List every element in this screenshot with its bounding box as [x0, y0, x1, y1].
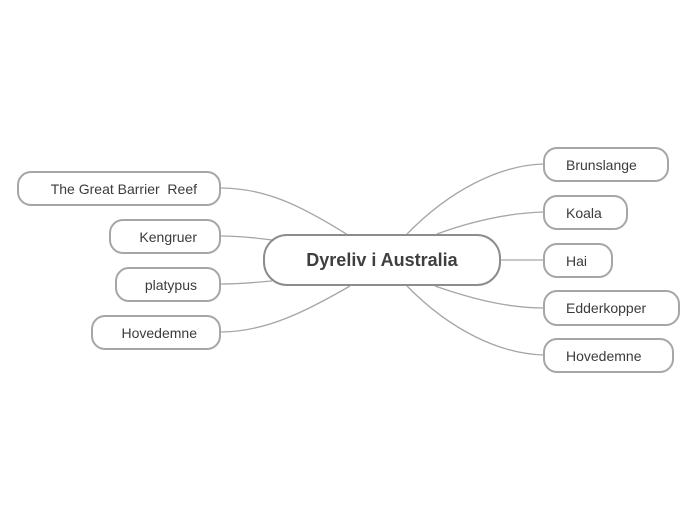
topic-edderkopper[interactable]: Edderkopper	[543, 290, 680, 326]
connector-left-0	[219, 187, 349, 236]
topic-label: Hovedemne	[566, 347, 642, 364]
topic-label: Kengruer	[139, 228, 197, 245]
connector-right-0	[406, 163, 545, 235]
connector-left-1	[219, 235, 273, 241]
connector-left-2	[219, 280, 273, 285]
topic-label: Edderkopper	[566, 300, 647, 316]
topic-platypus[interactable]: platypus	[115, 267, 221, 302]
topic-label: Brunslange	[566, 156, 637, 173]
topic-koala[interactable]: Koala	[543, 195, 628, 230]
topic-hovedemne-left[interactable]: Hovedemne	[91, 315, 221, 350]
topic-great-barrier-reef[interactable]: The Great Barrier Reef	[17, 171, 221, 206]
central-topic[interactable]: Dyreliv i Australia	[263, 234, 501, 286]
topic-label: Koala	[566, 204, 602, 221]
topic-hai[interactable]: Hai	[543, 243, 613, 278]
connector-right-3	[434, 285, 545, 309]
topic-label: Hai	[566, 252, 588, 269]
topic-hovedemne-right[interactable]: Hovedemne	[543, 338, 674, 373]
topic-label: platypus	[144, 276, 197, 293]
topic-label: The Great Barrier Reef	[50, 180, 197, 197]
topic-label: Hovedemne	[121, 324, 198, 341]
topic-kengruer[interactable]: Kengruer	[109, 219, 221, 254]
connector-right-1	[436, 211, 545, 235]
central-topic-label: Dyreliv i Australia	[306, 249, 458, 270]
connector-left-3	[219, 285, 351, 333]
connector-right-4	[406, 285, 545, 356]
topic-brunslange[interactable]: Brunslange	[543, 147, 669, 182]
